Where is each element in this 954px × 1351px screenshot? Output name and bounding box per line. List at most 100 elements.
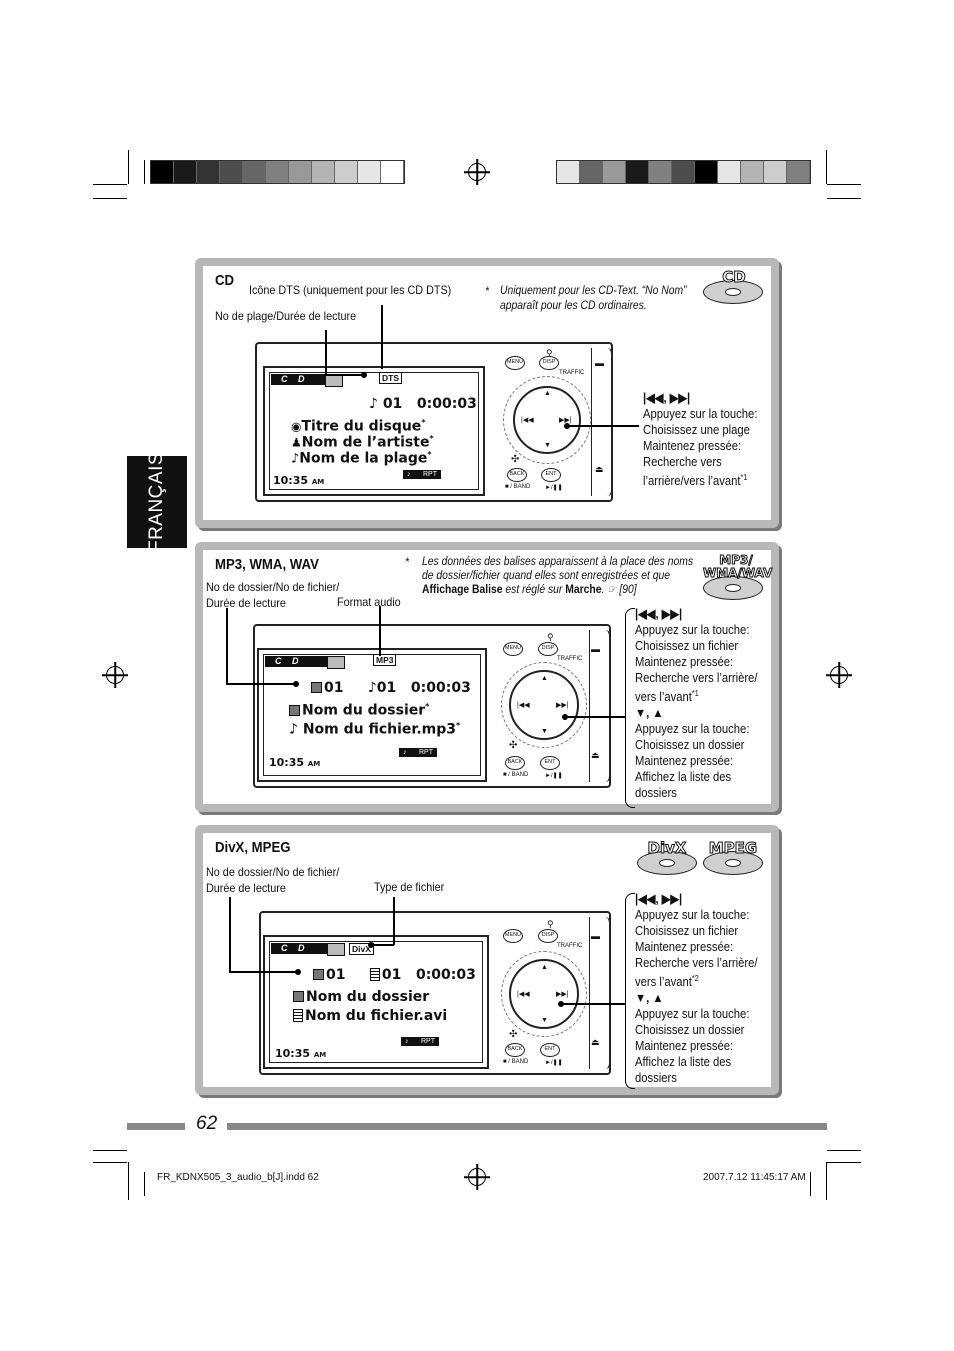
- disc-title-line: ◉Titre du disque*: [291, 418, 426, 435]
- control-dial[interactable]: ▲ ▼ |◀◀ ▶▶|: [509, 959, 579, 1029]
- folder-note: No de dossier/No de fichier/: [206, 580, 340, 594]
- screen-frame: [263, 654, 481, 776]
- menu-button[interactable]: MENU: [503, 642, 523, 656]
- back-button[interactable]: BACK: [507, 468, 527, 482]
- control-dial[interactable]: ▲ ▼ |◀◀ ▶▶|: [509, 670, 579, 740]
- traffic-label: TRAFFIC: [559, 370, 585, 376]
- source-bar: C D: [271, 943, 345, 956]
- leader-dot: [558, 1001, 564, 1007]
- folder-note: No de dossier/No de fichier/: [206, 865, 340, 879]
- cd-disc-icon: [703, 280, 763, 304]
- color-swatch: [312, 161, 335, 183]
- cd-panel: CD Icône DTS (uniquement pour les CD DTS…: [195, 258, 779, 528]
- track-note: No de plage/Durée de lecture: [215, 309, 357, 323]
- color-swatch: [787, 161, 810, 183]
- color-swatch: [266, 161, 289, 183]
- format-tag: DivX: [349, 943, 374, 955]
- play-time: 0:00:03: [416, 396, 477, 412]
- section-title: DivX, MPEG: [215, 839, 291, 856]
- mp3-panel: MP3, WMA, WAV No de dossier/No de fichie…: [195, 542, 779, 812]
- power-icon: ▬: [591, 644, 600, 654]
- callout-brace: [625, 608, 635, 808]
- note-icon: ♪: [369, 396, 378, 412]
- folder-note: Durée de lecture: [206, 596, 286, 610]
- ent-button[interactable]: ENT: [540, 756, 560, 770]
- film-icon: [293, 1009, 303, 1022]
- language-label: FRANÇAIS: [146, 451, 167, 553]
- search-icon: ⚲: [547, 632, 554, 642]
- leader-line: [226, 608, 228, 684]
- back-button[interactable]: BACK: [505, 1043, 525, 1057]
- car-stereo-unit: C D DTS ♪ 01 0:00:03 ◉Titre du disque* ♟…: [255, 342, 613, 502]
- disp-button[interactable]: DISP: [539, 356, 559, 370]
- folder-name-line: Nom du dossier: [293, 989, 429, 1005]
- format-tag: MP3: [373, 654, 397, 666]
- divx-logo: DivX: [647, 839, 687, 857]
- crop-mark: [128, 1162, 129, 1200]
- ent-button[interactable]: ENT: [540, 1043, 560, 1057]
- leader-line: [371, 944, 394, 946]
- crop-mark: [128, 150, 129, 184]
- color-swatch: [695, 161, 718, 183]
- color-bar-left: [150, 160, 405, 184]
- back-button[interactable]: BACK: [505, 756, 525, 770]
- note-icon: ♪: [367, 680, 377, 696]
- track-title-line: ♪Nom de la plage*: [291, 450, 432, 467]
- crop-mark: [826, 1162, 827, 1200]
- registration-mark-icon: [468, 1168, 486, 1186]
- band-label: ■ / BAND: [505, 484, 531, 490]
- menu-button[interactable]: MENU: [505, 356, 525, 370]
- file-info: FR_KDNX505_3_audio_b[J].indd 62: [157, 1172, 319, 1183]
- leader-line: [565, 716, 625, 718]
- folder-icon: [313, 969, 324, 980]
- leader-line: [229, 971, 296, 973]
- divx-panel: DivX, MPEG No de dossier/No de fichier/ …: [195, 825, 779, 1095]
- footnote-line: apparaît pour les CD ordinaires.: [500, 300, 647, 312]
- file-name-line: Nom du fichier.avi: [293, 1008, 447, 1024]
- color-swatch: [381, 161, 404, 183]
- key-label: |◀◀, ▶▶|: [643, 391, 691, 405]
- control-dial[interactable]: ▲ ▼ |◀◀ ▶▶|: [513, 386, 581, 454]
- footnote-line: Affichage Balise est réglé sur Marche. ☞…: [422, 584, 637, 596]
- clock: 10:35 AM: [275, 1047, 327, 1060]
- unit-edge: [589, 917, 611, 1069]
- color-swatch: [289, 161, 312, 183]
- move-icon: ✣: [509, 1029, 518, 1040]
- crop-mark: [826, 150, 827, 184]
- page-number: 62: [196, 1113, 218, 1134]
- dial-ring: [501, 662, 587, 748]
- folder-icon: [293, 991, 304, 1002]
- language-tab: FRANÇAIS: [127, 452, 187, 552]
- mpeg-disc-icon: [703, 851, 763, 875]
- prev-icon: |◀◀: [517, 991, 530, 998]
- crop-mark: [827, 1150, 861, 1151]
- mp3-callout: |◀◀, ▶▶| Appuyez sur la touche: Choisiss…: [635, 607, 758, 801]
- color-swatch: [603, 161, 626, 183]
- next-icon: ▶▶|: [559, 417, 572, 424]
- crop-mark: [827, 184, 861, 185]
- registration-mark-icon: [468, 163, 486, 181]
- key-label: |◀◀, ▶▶|: [635, 607, 683, 621]
- footnote-mark: *: [405, 557, 410, 569]
- prev-icon: |◀◀: [521, 417, 534, 424]
- color-swatch: [718, 161, 741, 183]
- eject-icon: ⏏: [595, 464, 604, 474]
- folder-icon: [311, 682, 322, 693]
- down-icon: ▼: [541, 1017, 548, 1024]
- clock: 10:35 AM: [273, 474, 325, 487]
- menu-button[interactable]: MENU: [503, 929, 523, 943]
- footer-bar-right: [227, 1123, 827, 1130]
- crop-mark: [93, 1162, 127, 1163]
- leader-dot: [361, 372, 367, 378]
- section-title: MP3, WMA, WAV: [215, 556, 319, 573]
- mp3-logo: MP3/ WMA/WAV: [703, 553, 773, 580]
- leader-line: [561, 1003, 625, 1005]
- disp-button[interactable]: DISP: [538, 642, 558, 656]
- display-screen: C D DivX 01 01 0:00:03 Nom du dossier No…: [263, 935, 489, 1069]
- disp-button[interactable]: DISP: [538, 929, 558, 943]
- source-bar: C D: [271, 374, 343, 387]
- track-number: 01: [382, 396, 403, 412]
- dts-note: Icône DTS (uniquement pour les CD DTS): [249, 283, 452, 297]
- ent-button[interactable]: ENT: [541, 468, 561, 482]
- mp3-disc-icon: [703, 576, 763, 600]
